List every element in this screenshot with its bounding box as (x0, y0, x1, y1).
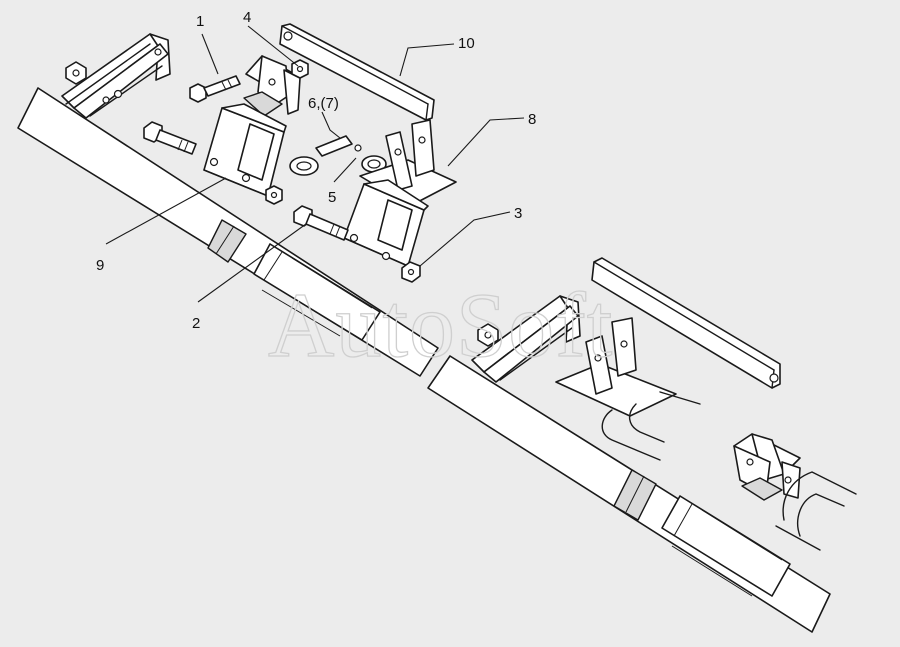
bolt-1 (189, 75, 241, 103)
callout-3: 3 (514, 205, 522, 222)
callout-4: 4 (243, 9, 251, 26)
beam-bracket-right (471, 295, 581, 383)
beam-bracket-left (61, 33, 171, 119)
u-bracket-mid (343, 179, 429, 267)
callout-9: 9 (96, 257, 104, 274)
callout-6-7: 6,(7) (308, 95, 339, 112)
callout-1: 1 (196, 13, 204, 30)
pin-6-7 (289, 135, 362, 176)
link-bar-10 (279, 23, 435, 121)
frame-beam-right (427, 355, 831, 633)
lug-plate-right (555, 317, 701, 461)
clip-bracket-right (733, 433, 857, 551)
leader-lines (105, 25, 525, 303)
long-bolt-left (143, 121, 197, 155)
clip-bracket-4 (243, 55, 309, 117)
nut-3 (401, 261, 421, 283)
lug-plate-8 (359, 119, 457, 207)
washer-5 (361, 155, 387, 173)
callout-labels: 1 4 10 6,(7) 8 5 3 9 2 (96, 9, 536, 332)
callout-8: 8 (528, 111, 536, 128)
callout-2: 2 (192, 315, 200, 332)
link-bar-right (591, 257, 781, 389)
bolt-2 (293, 205, 349, 241)
frame-beam-left (17, 87, 439, 377)
callout-10: 10 (458, 35, 475, 52)
callout-5: 5 (328, 189, 336, 206)
watermark-text: AutoSoft (268, 274, 613, 376)
u-bracket-9 (203, 103, 287, 205)
